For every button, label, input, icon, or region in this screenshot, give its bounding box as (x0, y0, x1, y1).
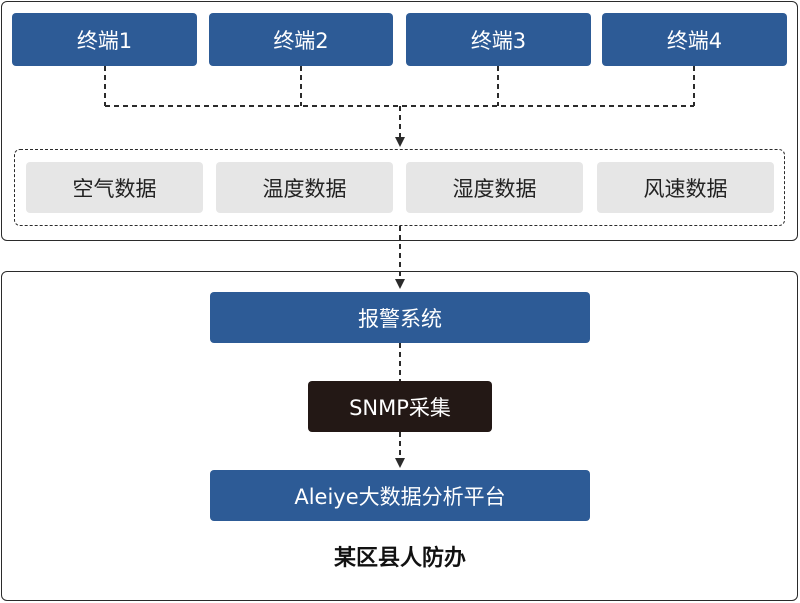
data-type-humidity: 湿度数据 (406, 162, 583, 213)
analytics-platform-box: Aleiye大数据分析平台 (210, 470, 590, 521)
alarm-system-box: 报警系统 (210, 292, 590, 343)
data-type-wind-speed: 风速数据 (597, 162, 774, 213)
snmp-collection-box: SNMP采集 (308, 381, 492, 432)
terminal-1: 终端1 (12, 13, 197, 66)
data-type-air: 空气数据 (26, 162, 203, 213)
terminal-4: 终端4 (602, 13, 787, 66)
data-type-temperature: 温度数据 (216, 162, 393, 213)
org-label: 某区县人防办 (333, 546, 466, 571)
terminal-2: 终端2 (209, 13, 393, 66)
data-group (14, 149, 785, 226)
terminal-3: 终端3 (406, 13, 591, 66)
